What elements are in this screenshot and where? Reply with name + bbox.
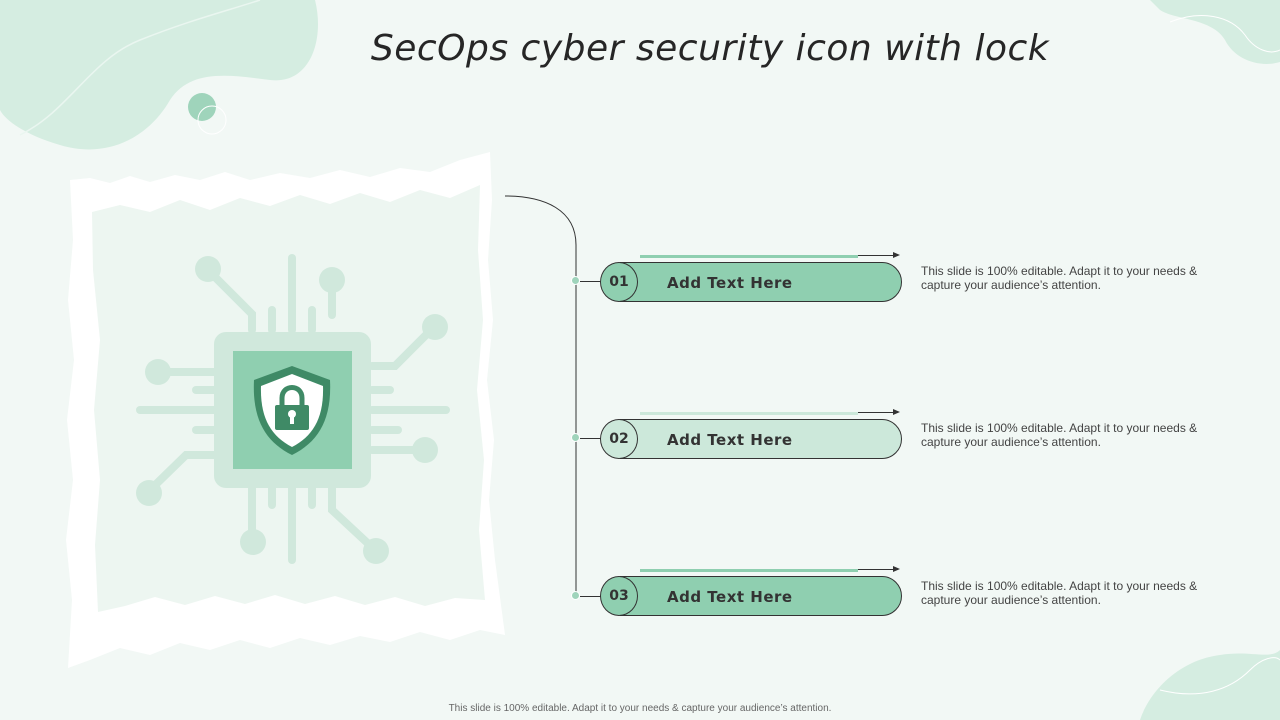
item-number-badge: 01 [600, 262, 638, 302]
item-description: This slide is 100% editable. Adapt it to… [921, 421, 1198, 449]
item-pill[interactable]: Add Text Here [620, 262, 902, 302]
chip-shield-lock-icon [66, 152, 505, 668]
top-right-blob [1150, 0, 1280, 64]
slide-footer: This slide is 100% editable. Adapt it to… [448, 703, 832, 714]
arrow-right-icon [858, 252, 900, 258]
accent-bar [640, 255, 858, 258]
item-description: This slide is 100% editable. Adapt it to… [921, 264, 1198, 292]
item-description: This slide is 100% editable. Adapt it to… [921, 579, 1198, 607]
item-number-badge: 02 [600, 419, 638, 459]
item-pill[interactable]: Add Text Here [620, 419, 902, 459]
timeline-connector-2 [580, 438, 604, 439]
item-label: Add Text Here [667, 431, 793, 449]
list-item-01[interactable]: Add Text Here 01 [600, 252, 904, 304]
item-label: Add Text Here [667, 274, 793, 292]
lock-shackle [279, 385, 305, 406]
timeline-connector-1 [580, 281, 604, 282]
timeline-connector-3 [580, 596, 604, 597]
item-pill[interactable]: Add Text Here [620, 576, 902, 616]
small-circle [188, 93, 216, 121]
timeline-dot [571, 591, 580, 600]
item-number-badge: 03 [600, 576, 638, 616]
slide-title-wrapper: SecOps cyber security icon with lock [0, 28, 1280, 69]
accent-bar [640, 569, 858, 572]
top-left-blob [0, 0, 318, 150]
bottom-right-blob [1140, 650, 1280, 720]
arrow-right-icon [858, 566, 900, 572]
timeline-dot [571, 433, 580, 442]
accent-bar [640, 412, 858, 415]
item-label: Add Text Here [667, 588, 793, 606]
slide-title: SecOps cyber security icon with lock [370, 28, 1050, 69]
list-item-02[interactable]: Add Text Here 02 [600, 409, 904, 461]
arrow-right-icon [858, 409, 900, 415]
timeline-dot [571, 276, 580, 285]
list-item-03[interactable]: Add Text Here 03 [600, 566, 904, 618]
